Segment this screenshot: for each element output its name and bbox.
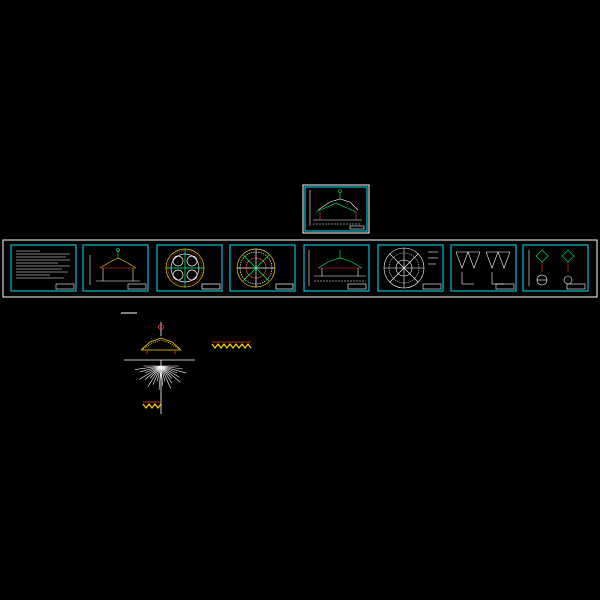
node-details-drawing xyxy=(528,249,586,290)
radial-ray xyxy=(152,365,162,385)
radial-ray xyxy=(160,365,181,383)
radial-ray xyxy=(156,365,162,382)
sheet-strip[interactable] xyxy=(2,239,598,298)
strip-outer-border xyxy=(2,239,598,298)
sheet-4-ring-plan[interactable] xyxy=(229,244,296,292)
ornament-strip-large xyxy=(211,343,252,349)
radial-ray xyxy=(139,365,162,380)
sheet-top-section[interactable] xyxy=(302,184,370,234)
radial-plan-drawing xyxy=(383,247,442,290)
sheet-3-roof-plan[interactable] xyxy=(156,244,223,292)
roof-plan-drawing xyxy=(165,248,221,290)
radial-ray xyxy=(144,365,162,374)
radial-ray xyxy=(160,365,173,379)
truss-drawing xyxy=(455,251,515,290)
radial-ray xyxy=(160,365,171,389)
sheet-frame xyxy=(303,244,370,292)
sheet-frame xyxy=(304,186,368,232)
radial-ray xyxy=(160,365,180,378)
radial-ray xyxy=(160,365,187,374)
section-drawing xyxy=(309,189,365,230)
elevation-drawing xyxy=(89,248,147,290)
sheet-6-radial-plan[interactable] xyxy=(377,244,444,292)
sheet-7-truss-detail[interactable] xyxy=(450,244,517,292)
radial-ray xyxy=(160,365,166,382)
sheet-frame xyxy=(10,244,77,292)
ring-plan-drawing xyxy=(236,248,294,290)
loose-detail-group[interactable] xyxy=(121,312,252,414)
ornament-strip-small xyxy=(142,403,162,409)
radial-ray xyxy=(139,365,162,373)
radial-ray xyxy=(134,365,162,370)
sheet-2-elevation[interactable] xyxy=(82,244,149,292)
notes-text-lines xyxy=(16,250,75,290)
radial-layout xyxy=(134,365,187,390)
sheet-frame xyxy=(522,244,589,292)
sheet-frame xyxy=(450,244,517,292)
radial-ray xyxy=(147,365,162,387)
radial-ray xyxy=(160,365,183,370)
radial-ray xyxy=(149,365,162,379)
radial-ray xyxy=(144,365,162,380)
pavilion-elevation xyxy=(140,322,182,354)
sheet-frame xyxy=(377,244,444,292)
sheet-frame xyxy=(82,244,149,292)
sheet-frame xyxy=(229,244,296,292)
section-drawing xyxy=(308,250,367,290)
sheet-frame xyxy=(156,244,223,292)
radial-ray xyxy=(160,365,178,374)
sheet-1-notes[interactable] xyxy=(10,244,77,292)
sheet-border xyxy=(302,184,370,234)
radial-ray xyxy=(160,365,173,384)
sheet-5-section[interactable] xyxy=(303,244,370,292)
sheet-8-node-details[interactable] xyxy=(522,244,589,292)
